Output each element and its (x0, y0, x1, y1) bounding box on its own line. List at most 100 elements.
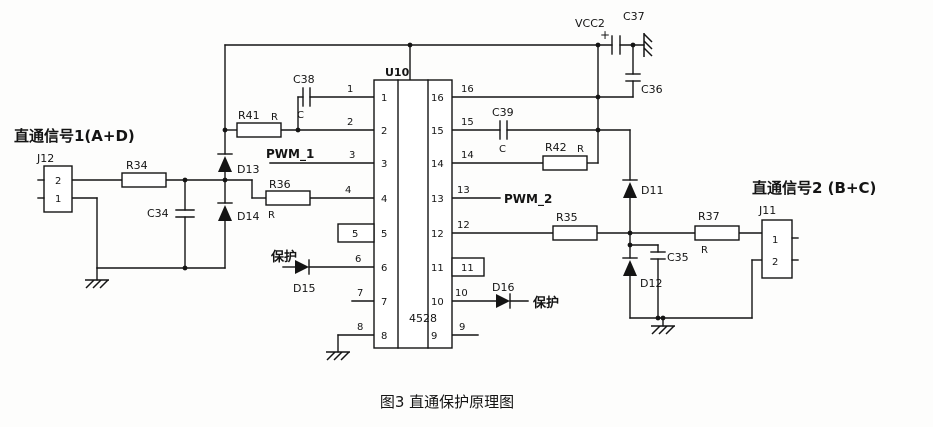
r41-label: R41 (238, 109, 260, 122)
j12-pin1: 1 (55, 194, 61, 205)
ground-symbol (325, 351, 351, 361)
resistor-r41 (236, 122, 282, 138)
ic-inner-pin-9: 9 (431, 331, 437, 342)
diode-d13 (217, 153, 233, 172)
d11-label: D11 (641, 184, 663, 197)
pin-label-13: 13 (457, 185, 470, 196)
ic-inner-pin-6: 6 (381, 263, 387, 274)
junction-dots (182, 42, 666, 321)
j12-label: J12 (36, 152, 54, 165)
diode-d14 (217, 202, 233, 221)
ground-symbol (643, 32, 653, 58)
ic-inner-pin-7: 7 (381, 297, 387, 308)
r35-label: R35 (556, 211, 578, 224)
vcc2-label: VCC2 (575, 17, 605, 30)
c35-label: C35 (667, 251, 689, 264)
pwm2-label: PWM_2 (504, 192, 552, 207)
pin-label-2: 2 (347, 117, 353, 128)
pin-label-8: 8 (357, 322, 363, 333)
ic-inner-pin-16: 16 (431, 93, 444, 104)
pin-label-3: 3 (349, 150, 355, 161)
resistor-r35 (552, 225, 598, 241)
capacitor-c38 (302, 87, 311, 107)
c39-label: C39 (492, 106, 514, 119)
capacitor-c35 (650, 251, 666, 260)
ic-u10 (373, 79, 453, 349)
capacitor-c36 (625, 73, 641, 82)
ic-part-label: 4528 (409, 312, 437, 325)
ground-symbol (84, 279, 110, 289)
ic-inner-pin-2: 2 (381, 126, 387, 137)
pwm1-label: PWM_1 (266, 147, 314, 162)
ic-inner-pin-14: 14 (431, 159, 444, 170)
pin-label-4: 4 (345, 185, 351, 196)
d12-label: D12 (640, 277, 662, 290)
pin-label-15: 15 (461, 117, 474, 128)
j11-pin1: 1 (772, 235, 778, 246)
pin-label-1: 1 (347, 84, 353, 95)
diode-d12 (622, 257, 638, 276)
r34-label: R34 (126, 159, 148, 172)
resistor-r34 (121, 172, 167, 188)
connector-j12 (37, 165, 73, 213)
diode-d15 (295, 259, 310, 275)
ground-symbol (650, 325, 676, 335)
ic-inner-pin-5: 5 (381, 229, 387, 240)
d15-label: D15 (293, 282, 315, 295)
figure-caption: 图3 直通保护原理图 (380, 393, 514, 411)
c37-label: C37 (623, 10, 645, 23)
ic-inner-pin-13: 13 (431, 194, 444, 205)
ic-inner-pin-8: 8 (381, 331, 387, 342)
protect-right-label: 保护 (532, 295, 559, 311)
r37-suffix: R (701, 245, 708, 256)
protect-left-label: 保护 (270, 249, 297, 265)
d13-label: D13 (237, 163, 259, 176)
d14-label: D14 (237, 210, 259, 223)
pin-label-11: 11 (461, 263, 474, 274)
resistor-r37 (694, 225, 740, 241)
c37-plus: + (600, 28, 610, 42)
pin-label-6: 6 (355, 254, 361, 265)
r42-label: R42 (545, 141, 567, 154)
j11-label: J11 (758, 204, 776, 217)
ic-inner-pin-15: 15 (431, 126, 444, 137)
capacitor-c34 (175, 209, 195, 218)
c38-suffix: C (297, 110, 304, 121)
wire-segments (71, 44, 763, 353)
d16-label: D16 (492, 281, 514, 294)
pin-label-12: 12 (457, 220, 470, 231)
resistor-r36 (265, 190, 311, 206)
c34-label: C34 (147, 207, 169, 220)
j11-pin2: 2 (772, 257, 778, 268)
connector-j11 (761, 219, 799, 279)
diode-d11 (622, 179, 638, 198)
resistor-r42 (542, 155, 588, 171)
signal1-label: 直通信号1(A+D) (14, 127, 135, 145)
c39-suffix: C (499, 144, 506, 155)
pin-label-5: 5 (352, 229, 358, 240)
pin-label-14: 14 (461, 150, 474, 161)
pin-label-9: 9 (459, 322, 465, 333)
pin-label-16: 16 (461, 84, 474, 95)
signal2-label: 直通信号2 (B+C) (752, 179, 876, 197)
r36-label: R36 (269, 178, 291, 191)
r37-label: R37 (698, 210, 720, 223)
diode-d16 (496, 293, 511, 309)
c36-label: C36 (641, 83, 663, 96)
capacitor-c37 (611, 35, 621, 55)
r36-suffix: R (268, 210, 275, 221)
pin-label-10: 10 (455, 288, 468, 299)
ic-inner-pin-11: 11 (431, 263, 444, 274)
ic-inner-pin-3: 3 (381, 159, 387, 170)
c38-label: C38 (293, 73, 315, 86)
pin5-net-box (337, 223, 375, 243)
ic-inner-pin-12: 12 (431, 229, 444, 240)
r41-suffix: R (271, 112, 278, 123)
j12-pin2: 2 (55, 176, 61, 187)
r42-suffix: R (577, 144, 584, 155)
ic-inner-pin-1: 1 (381, 93, 387, 104)
ic-inner-pin-10: 10 (431, 297, 444, 308)
ic-name-label: U10 (385, 66, 410, 79)
